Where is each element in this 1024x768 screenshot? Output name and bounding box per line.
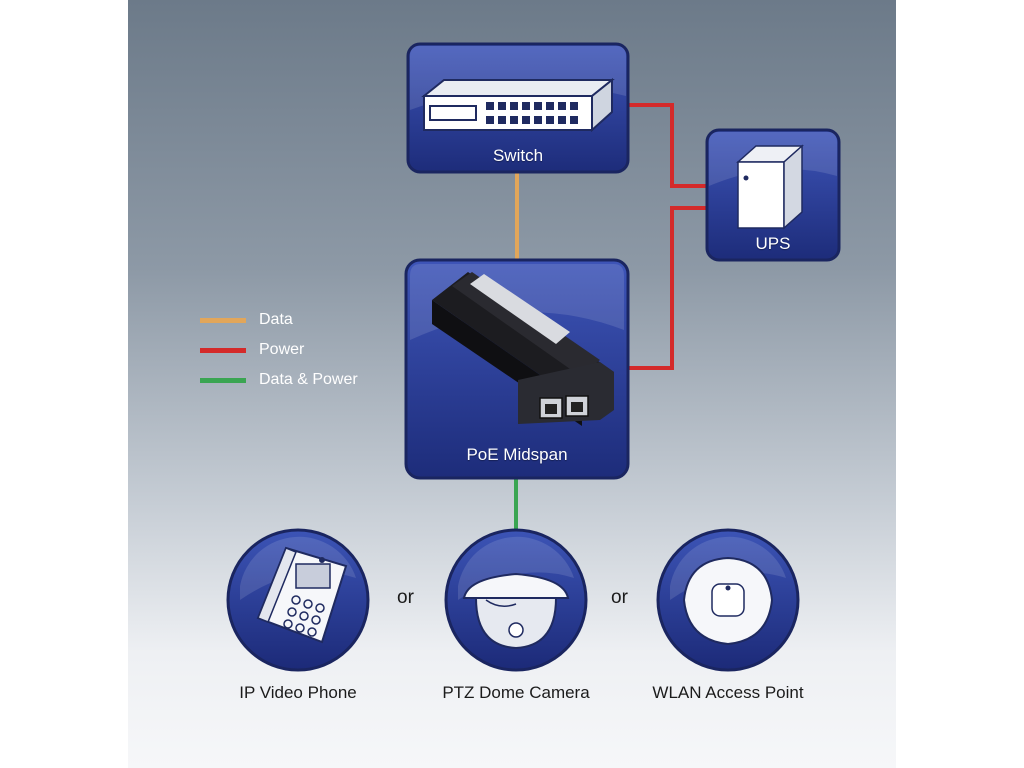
- access-point-icon: [682, 556, 774, 646]
- poe-injector-icon: [432, 272, 614, 426]
- wlan-label: WLAN Access Point: [652, 683, 804, 702]
- or-separator: or: [611, 587, 628, 608]
- camera-label: PTZ Dome Camera: [442, 683, 590, 702]
- switch-label: Switch: [492, 146, 544, 165]
- midspan-label: PoE Midspan: [466, 445, 568, 464]
- legend-label-data: Data: [259, 311, 293, 328]
- legend-swatch-data: [200, 318, 246, 323]
- ups-icon: [736, 144, 804, 230]
- power-line-ups-midspan: [628, 206, 707, 370]
- video-phone-icon: [256, 546, 348, 644]
- ups-label: UPS: [755, 234, 791, 253]
- legend-label-power: Power: [259, 341, 305, 358]
- or-separator: or: [397, 587, 414, 608]
- switch-icon: [421, 77, 615, 133]
- legend-swatch-data-power: [200, 378, 246, 383]
- legend-label-data-power: Data & Power: [259, 371, 358, 388]
- legend-swatch-power: [200, 348, 246, 353]
- dome-camera-icon: [462, 572, 570, 650]
- power-line-switch-ups: [628, 103, 707, 188]
- phone-label: IP Video Phone: [239, 683, 357, 702]
